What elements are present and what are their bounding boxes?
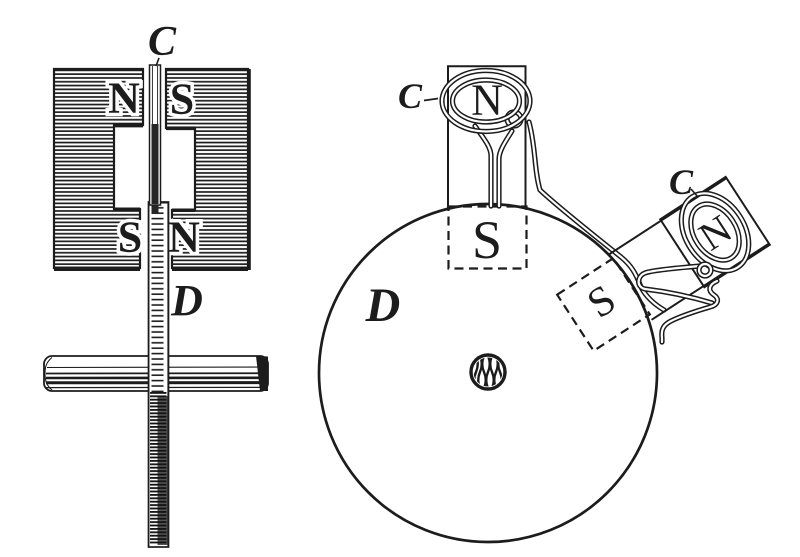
- top-coil-leads: [475, 126, 512, 206]
- ribbon-c: [148, 64, 162, 206]
- side-coil-crossover: [699, 264, 711, 276]
- top-coil: [439, 67, 533, 135]
- label-d-disc: D: [365, 279, 401, 332]
- label-c-left: C: [148, 19, 177, 65]
- label-c-side-coil: C: [669, 162, 694, 202]
- label-d-left: D: [170, 276, 203, 325]
- pole-top-right: S: [170, 75, 194, 124]
- label-c-top-tick: [423, 97, 439, 102]
- pole-bottom-right: N: [168, 213, 200, 262]
- hub: [469, 353, 507, 391]
- label-c-side-tick: [690, 188, 699, 198]
- rod-right-cap: [256, 356, 268, 391]
- block-shadows: [54, 69, 251, 272]
- label-c-left-tick: [155, 57, 160, 67]
- rod-left-cap: [44, 357, 53, 391]
- pole-top-left: N: [108, 74, 140, 123]
- right-figure: D S: [317, 65, 772, 544]
- side-coil-tail: [662, 281, 718, 342]
- top-core-pole: N: [471, 76, 503, 125]
- label-c-top-coil: C: [398, 76, 423, 116]
- left-figure: N S S N C D: [43, 19, 269, 548]
- strip-d: [147, 201, 170, 548]
- side-core-pole: N: [691, 206, 740, 259]
- pole-bottom-left: S: [118, 213, 142, 262]
- side-pole-dashed-square: [555, 256, 652, 353]
- top-disc-pole: S: [472, 210, 502, 270]
- top-pole-dashed-square: [447, 205, 528, 270]
